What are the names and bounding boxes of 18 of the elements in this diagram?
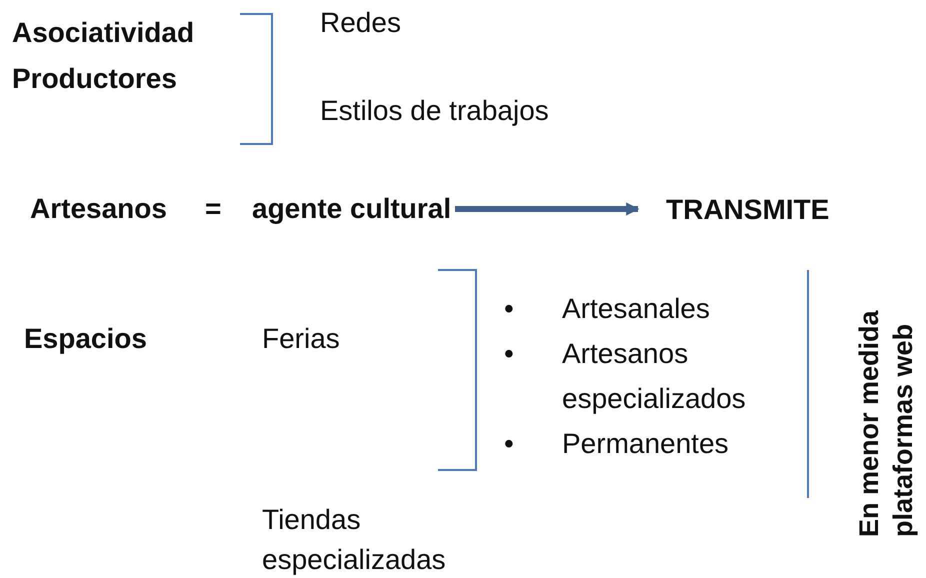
label-text: agente cultural [252, 192, 452, 226]
label-text: TRANSMITE [666, 193, 830, 227]
bullet: • [503, 292, 515, 326]
label-text: Estilos de trabajos [320, 94, 549, 128]
list-item: Artesanos especializados [562, 337, 747, 416]
label-text: Artesanos [30, 192, 167, 226]
label-text: Asociatividad Productores [12, 16, 196, 96]
label-text: Espacios [24, 322, 147, 356]
bullet: • [503, 427, 515, 461]
vertical-note: En menor medida plataformas web [853, 309, 919, 537]
label-text: Redes [320, 6, 401, 40]
arrow [455, 202, 640, 216]
bullet: • [503, 337, 515, 371]
label-text: Ferias [262, 322, 340, 356]
list-item: Permanentes [562, 427, 730, 461]
label-text: = [205, 192, 222, 226]
label-text: Tiendas especializadas [262, 503, 447, 577]
list-item: Artesanales [562, 292, 711, 326]
